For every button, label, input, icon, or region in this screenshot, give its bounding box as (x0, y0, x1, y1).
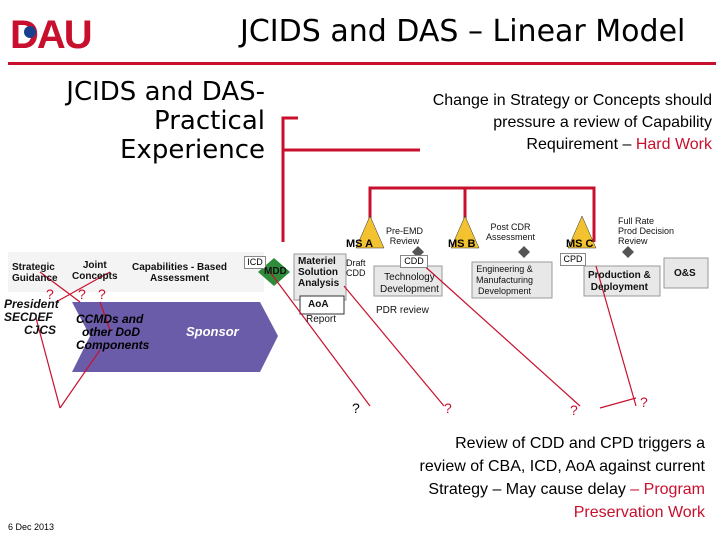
review-note-text: Review of CDD and CPD triggers a review … (419, 435, 705, 498)
actor-arrow-3 (99, 301, 111, 331)
logo-star-icon (24, 26, 36, 38)
president-label: President (4, 297, 59, 311)
production-phase-bar (583, 265, 661, 297)
joint-concepts-label: Joint Concepts (72, 260, 118, 282)
milestone-b-label: MS B (448, 238, 476, 250)
cba-band (8, 252, 264, 292)
review-note: Review of CDD and CPD triggers a review … (410, 432, 705, 524)
bottom-question-2: ? (444, 400, 452, 416)
actor-arrow-5 (59, 349, 101, 409)
mdd-label: MDD (264, 266, 287, 277)
subtitle-line-2: Practical (153, 106, 265, 136)
subtitle-line-1: JCIDS and DAS- (66, 77, 265, 107)
date-label: 6 Dec 2013 (8, 522, 55, 532)
msa-phase-bar (293, 253, 347, 301)
components-label: Components (76, 338, 150, 352)
milestone-c-triangle (567, 215, 597, 249)
production-deployment-label: Production & Deployment (588, 270, 651, 293)
secdef-label: SECDEF (4, 310, 53, 324)
aoa-label: AoA (308, 299, 329, 310)
review-note-highlight: – Program Preservation Work (573, 481, 705, 521)
feedback-arrow-4 (595, 265, 637, 407)
strategy-note: Change in Strategy or Concepts should pr… (400, 90, 712, 156)
full-rate-review-label: Full Rate Prod Decision Review (618, 216, 675, 246)
actor-arrow-4 (35, 317, 61, 409)
page-title: JCIDS and DAS – Linear Model (240, 14, 686, 49)
feedback-arrow-1 (269, 271, 371, 407)
leadership-actors: President SECDEF CJCS (4, 298, 59, 337)
feedback-line-msa (368, 186, 596, 242)
feedback-arrow-3 (419, 261, 581, 407)
components-actors: CCMDs and other DoD Components (76, 313, 149, 352)
technology-development-label: Technology Development (380, 272, 439, 295)
cpd-box: CPD (560, 253, 586, 266)
sponsor-label: Sponsor (186, 324, 239, 339)
page-subtitle: JCIDS and DAS- Practical Experience (20, 78, 265, 165)
os-label: O&S (674, 268, 696, 279)
actor-arrow-1 (55, 271, 111, 303)
milestone-b-triangle (450, 215, 480, 249)
aoa-report-label: Report (306, 314, 337, 325)
cjcs-label: CJCS (24, 323, 57, 337)
other-dod-label: other DoD (82, 325, 140, 339)
cba-label: Capabilities - Based Assessment (132, 262, 228, 284)
post-cdr-marker (518, 246, 530, 258)
aoa-box (299, 295, 345, 315)
emd-label: Engineering & Manufacturing Development (476, 264, 534, 296)
msa-phase-label: Materiel Solution Analysis (298, 256, 340, 289)
actor-question-2: ? (78, 286, 86, 302)
bottom-question-3: ? (570, 402, 578, 418)
subtitle-bracket-line (281, 116, 298, 242)
full-rate-marker (622, 246, 634, 258)
strategy-note-text: Change in Strategy or Concepts should pr… (432, 92, 712, 153)
cdd-box: CDD (400, 255, 428, 268)
bottom-question-1: ? (352, 400, 360, 416)
actor-question-1: ? (46, 286, 54, 302)
post-cdr-label: Post CDR Assessment (486, 222, 536, 242)
strategic-guidance-label: Strategic Guidance (12, 262, 58, 284)
emd-phase-bar (471, 261, 553, 299)
milestone-c-label: MS C (566, 238, 594, 250)
bottom-question-4: ? (640, 394, 648, 410)
mdd-diamond (258, 258, 290, 286)
icd-box: ICD (244, 256, 266, 269)
dau-logo: DAU (10, 13, 93, 54)
subtitle-line-3: Experience (120, 135, 265, 165)
review-arrow (599, 397, 637, 409)
strategy-note-highlight: Hard Work (635, 136, 712, 153)
draft-cdd-label: Draft CDD (346, 258, 366, 278)
logo-text: DAU (10, 13, 91, 54)
actor-arrow-2 (39, 271, 81, 303)
ccmds-label: CCMDs and (76, 312, 144, 326)
os-phase-bar (663, 257, 709, 289)
sponsor-arrow (72, 302, 278, 372)
pdr-review-label: PDR review (376, 305, 429, 316)
title-divider (8, 62, 716, 65)
feedback-arrow-2 (343, 285, 445, 407)
pre-emd-review-label: Pre-EMD Review (386, 226, 424, 246)
actor-question-3: ? (98, 286, 106, 302)
milestone-a-triangle (355, 215, 385, 249)
milestone-a-label: MS A (346, 238, 374, 250)
